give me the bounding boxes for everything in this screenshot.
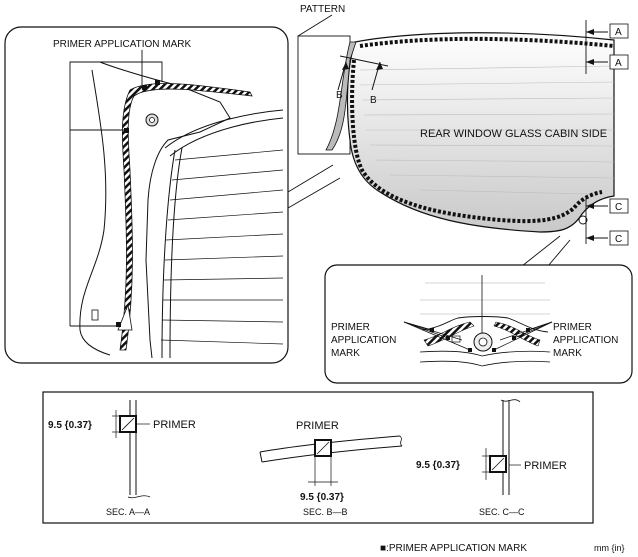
- section-aa-dim: 9.5 {0.37}: [48, 420, 92, 431]
- lower-right-detail-view: PRIMER APPLICATION MARK PRIMER APPLICATI…: [324, 264, 633, 384]
- section-cc-primer: PRIMER: [524, 460, 567, 472]
- glass-heater-lines: [160, 149, 284, 345]
- primer-mark-top-label: PRIMER APPLICATION MARK: [53, 39, 192, 50]
- section-aa-caption: SEC. A—A: [106, 507, 150, 517]
- primer-mark: [142, 85, 147, 90]
- section-views-panel: 9.5 {0.37} PRIMER SEC. A—A PRIMER 9.5 {0…: [42, 391, 594, 524]
- primer-mark: [116, 322, 121, 327]
- legend-primer-mark: ■:PRIMER APPLICATION MARK: [380, 543, 527, 554]
- section-b-left-label: B: [336, 90, 343, 101]
- section-b-right-label: B: [370, 95, 377, 106]
- primer-mark: [155, 80, 160, 85]
- section-aa-primer: PRIMER: [153, 419, 196, 431]
- primer-app-left-line3: MARK: [331, 348, 360, 359]
- section-bb-dim: 9.5 {0.37}: [300, 492, 344, 503]
- urethane-bead: [119, 83, 253, 351]
- section-a-top-label: A: [615, 27, 622, 38]
- section-cc: 9.5 {0.37} PRIMER SEC. C—C: [416, 399, 567, 517]
- section-cc-caption: SEC. C—C: [479, 507, 525, 517]
- legend-units: mm {in}: [594, 543, 625, 553]
- cabin-side-label: REAR WINDOW GLASS CABIN SIDE: [420, 128, 607, 140]
- section-bb: PRIMER 9.5 {0.37} SEC. B—B: [259, 420, 403, 517]
- section-c-top-label: C: [615, 202, 622, 213]
- section-a-bottom-label: A: [615, 58, 622, 69]
- primer-app-right-line3: MARK: [553, 348, 582, 359]
- rear-window-glass: PATTERN REAR WINDOW GLASS CABIN SIDE B B: [297, 4, 629, 246]
- section-bb-primer: PRIMER: [296, 420, 339, 432]
- primer-app-left-line2: APPLICATION: [331, 335, 396, 346]
- primer-app-left-line1: PRIMER: [331, 322, 370, 333]
- section-cc-dim: 9.5 {0.37}: [416, 460, 460, 471]
- section-c-bottom-label: C: [615, 234, 622, 245]
- pattern-label: PATTERN: [300, 4, 345, 15]
- section-aa: 9.5 {0.37} PRIMER SEC. A—A: [48, 400, 196, 517]
- primer-app-right-line2: APPLICATION: [553, 335, 618, 346]
- left-detail-view: PRIMER APPLICATION MARK: [4, 26, 289, 364]
- primer-app-right-line1: PRIMER: [553, 322, 592, 333]
- primer-mark: [124, 128, 129, 133]
- section-bb-caption: SEC. B—B: [303, 507, 348, 517]
